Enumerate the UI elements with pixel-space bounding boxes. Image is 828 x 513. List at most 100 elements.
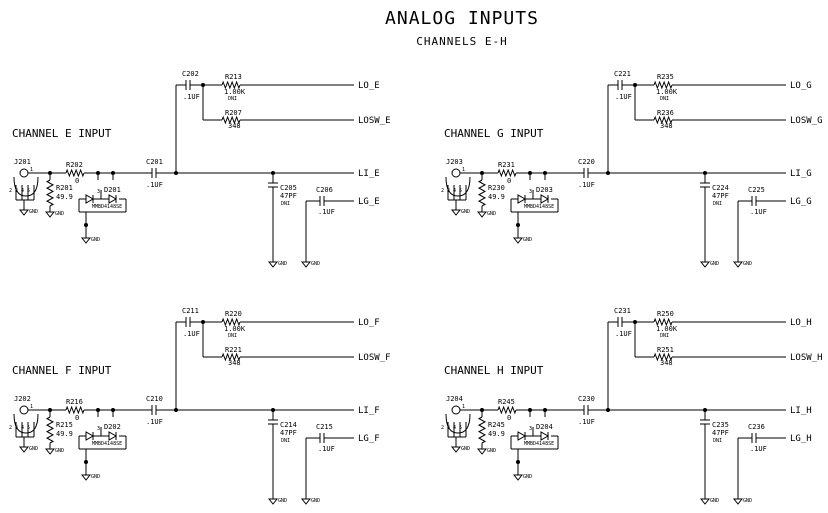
output-capacitor-value: .1UF [750, 208, 767, 216]
top-capacitor-ref: C211 [182, 307, 199, 315]
top-capacitor-ref: C202 [182, 70, 199, 78]
connector-ring [451, 405, 461, 415]
mid-resistor-ref: R221 [225, 346, 242, 354]
ground-triangle [267, 498, 279, 505]
ground-triangle [450, 446, 462, 453]
top-capacitor-ref: C231 [614, 307, 631, 315]
connector-pin-number: 1 [30, 404, 33, 410]
net-label-li: LI_F [358, 406, 380, 416]
ground-label: GND [461, 446, 470, 452]
ground-triangle [44, 448, 56, 455]
ground-triangle [18, 446, 30, 453]
net-label-lg: LG_G [790, 197, 812, 207]
diode-icon [85, 194, 95, 204]
diode-part: MMBD4148SE [92, 441, 122, 447]
ground-symbol-icon: GND [512, 474, 532, 481]
diode-pin-number: 3 [97, 189, 100, 195]
ground-label: GND [29, 209, 38, 215]
series-resistor-value: 0 [75, 414, 79, 422]
ground-label: GND [311, 261, 320, 267]
connector-ref: J204 [446, 395, 463, 403]
output-capacitor-value: .1UF [318, 208, 335, 216]
shunt-capacitor-icon [700, 182, 710, 188]
input-capacitor-value: .1UF [578, 418, 595, 426]
top-resistor-note: DNI [660, 96, 669, 102]
shunt-capacitor-value: 47PF [712, 192, 729, 200]
input-capacitor-ref: C230 [578, 395, 595, 403]
termination-resistor-icon [45, 416, 55, 444]
series-resistor-icon [65, 168, 85, 178]
mid-resistor-ref: R207 [225, 109, 242, 117]
top-resistor-value: 1.00K [656, 325, 678, 333]
diode-triangle [108, 431, 118, 441]
top-capacitor-icon [185, 80, 191, 90]
mid-resistor-value: 348 [660, 359, 673, 367]
net-label-li: LI_G [790, 169, 812, 179]
mid-resistor-icon [653, 115, 673, 125]
ground-symbol-icon: GND [450, 446, 470, 453]
diode-icon [540, 194, 550, 204]
termination-resistor-value: 49.9 [488, 193, 505, 201]
connector-pin-numbers: 2 3 4 5 [441, 425, 462, 431]
connector-ref: J202 [14, 395, 31, 403]
shunt-capacitor-ref: C235 [712, 421, 729, 429]
connector-ref: J201 [14, 158, 31, 166]
diode-triangle [108, 194, 118, 204]
ground-label: GND [743, 261, 752, 267]
shunt-capacitor-ref: C224 [712, 184, 729, 192]
mid-resistor-value: 348 [228, 359, 241, 367]
series-resistor-icon [497, 405, 517, 415]
ground-symbol-icon: GND [44, 211, 64, 218]
ground-triangle [699, 498, 711, 505]
top-resistor-note: DNI [228, 333, 237, 339]
ground-triangle [300, 261, 312, 268]
connector-shell [13, 176, 39, 197]
top-resistor-ref: R213 [225, 73, 242, 81]
ground-label: GND [311, 498, 320, 504]
shunt-capacitor-value: 47PF [712, 429, 729, 437]
diode-pin-number: 3 [529, 426, 532, 432]
top-resistor-icon [653, 80, 673, 90]
net-label-lg: LG_H [790, 434, 812, 444]
page-subtitle: CHANNELS E-H [416, 35, 507, 48]
ground-symbol-icon: GND [18, 446, 38, 453]
ground-symbol-icon: GND [267, 261, 287, 268]
output-capacitor-value: .1UF [318, 445, 335, 453]
diode-icon [540, 431, 550, 441]
net-label-lo: LO_F [358, 318, 380, 328]
ground-symbol-icon: GND [80, 474, 100, 481]
top-resistor-icon [221, 317, 241, 327]
channel-label: CHANNEL G INPUT [444, 127, 544, 140]
series-resistor-value: 0 [75, 177, 79, 185]
ground-triangle [512, 237, 524, 244]
top-resistor-value: 1.00K [656, 88, 678, 96]
termination-resistor-ref: R215 [56, 421, 73, 429]
shunt-capacitor-note: DNI [281, 201, 290, 207]
top-resistor-note: DNI [660, 333, 669, 339]
top-resistor-value: 1.00K [224, 88, 246, 96]
connector-ring [451, 168, 461, 178]
channel-label: CHANNEL H INPUT [444, 364, 544, 377]
top-capacitor-icon [617, 317, 623, 327]
shunt-capacitor-icon [700, 419, 710, 425]
ground-symbol-icon: GND [699, 498, 719, 505]
net-label-lo: LO_G [790, 81, 812, 91]
bnc-connector-icon [13, 168, 39, 201]
connector-pin-numbers: 2 3 4 5 [9, 188, 30, 194]
output-capacitor-ref: C225 [748, 186, 765, 194]
diode-part: MMBD4148SE [524, 441, 554, 447]
diode-triangle [540, 431, 550, 441]
termination-resistor-icon [477, 416, 487, 444]
net-label-losw: LOSW_H [790, 353, 823, 363]
ground-triangle [80, 474, 92, 481]
ground-symbol-icon: GND [267, 498, 287, 505]
top-capacitor-value: .1UF [615, 330, 632, 338]
ground-symbol-icon: GND [476, 211, 496, 218]
termination-resistor-ref: R230 [488, 184, 505, 192]
diode-part: MMBD4148SE [524, 204, 554, 210]
input-capacitor-ref: C210 [146, 395, 163, 403]
